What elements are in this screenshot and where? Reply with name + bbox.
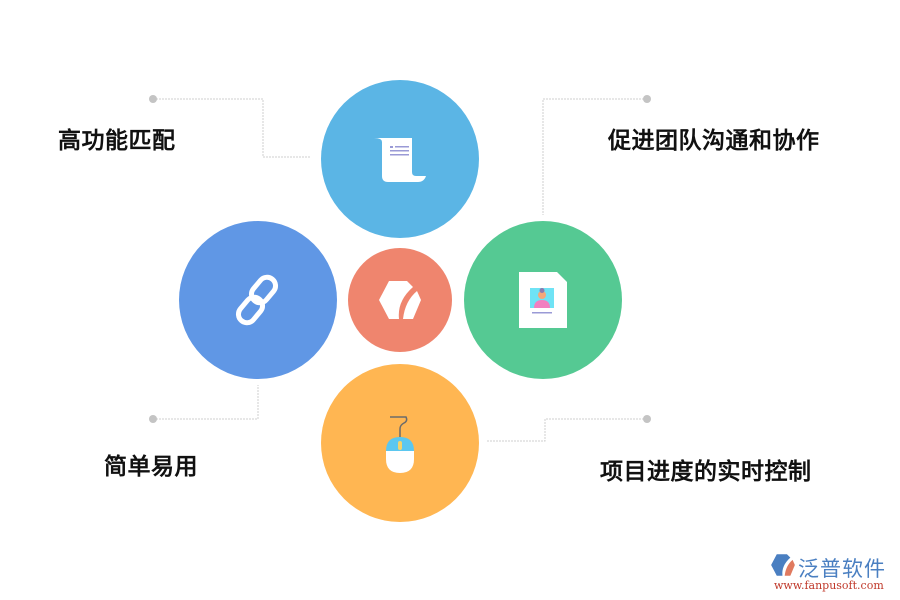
center-hub-circle bbox=[348, 248, 452, 352]
scroll-document-icon bbox=[374, 138, 426, 182]
computer-mouse-icon bbox=[386, 416, 414, 473]
node-bottom-label: 项目进度的实时控制 bbox=[600, 459, 812, 485]
node-top-label: 高功能匹配 bbox=[58, 128, 176, 154]
fanpu-logo-icon bbox=[379, 281, 421, 319]
watermark-url: www.fanpusoft.com bbox=[774, 579, 884, 592]
fanpu-logo-icon bbox=[771, 554, 795, 576]
node-left-circle bbox=[179, 221, 337, 379]
node-right-label: 促进团队沟通和协作 bbox=[608, 128, 820, 154]
node-bottom-circle bbox=[321, 364, 479, 522]
watermark-name: 泛普软件 bbox=[798, 557, 886, 581]
watermark-logo: 泛普软件 www.fanpusoft.com bbox=[768, 553, 893, 593]
node-left-label: 简单易用 bbox=[104, 454, 198, 480]
chain-link-icon bbox=[235, 274, 279, 326]
node-right-circle bbox=[464, 221, 622, 379]
node-top-circle bbox=[321, 80, 479, 238]
id-card-document-icon bbox=[519, 272, 567, 328]
